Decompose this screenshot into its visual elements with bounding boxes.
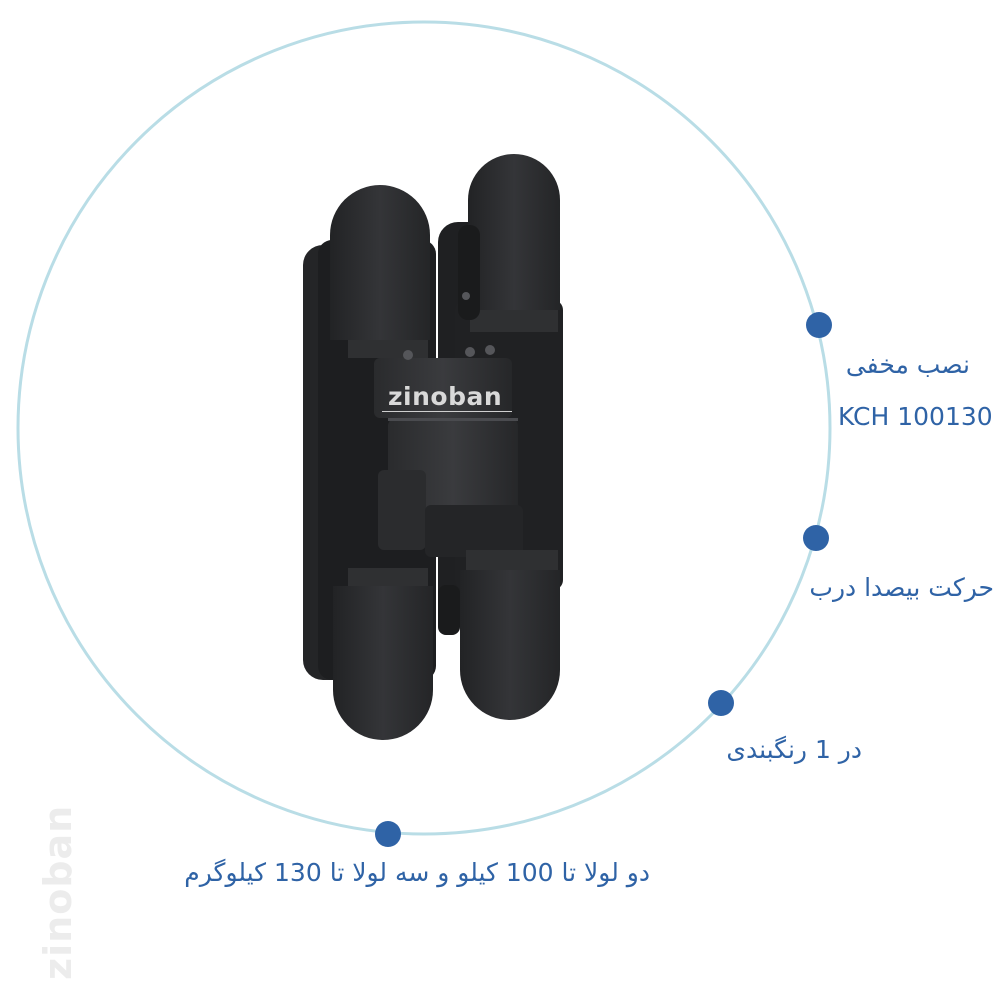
center-watermark-underline [382,411,512,412]
center-watermark: zinoban [388,382,503,411]
dot-load [375,821,401,847]
label-model-code: KCH 100130 [838,402,993,431]
dot-concealed [806,312,832,338]
dot-colors [708,690,734,716]
hinge-image [303,154,563,740]
label-colors: در 1 رنگبندی [726,735,862,764]
side-watermark: zinoban [36,804,80,980]
dot-silent [803,525,829,551]
label-silent-motion: حرکت بیصدا درب [809,573,994,602]
label-load-capacity: دو لولا تا 100 کیلو و سه لولا تا 130 کیل… [184,858,650,887]
outline-circle [16,20,832,836]
label-concealed-install: نصب مخفی [845,350,970,379]
